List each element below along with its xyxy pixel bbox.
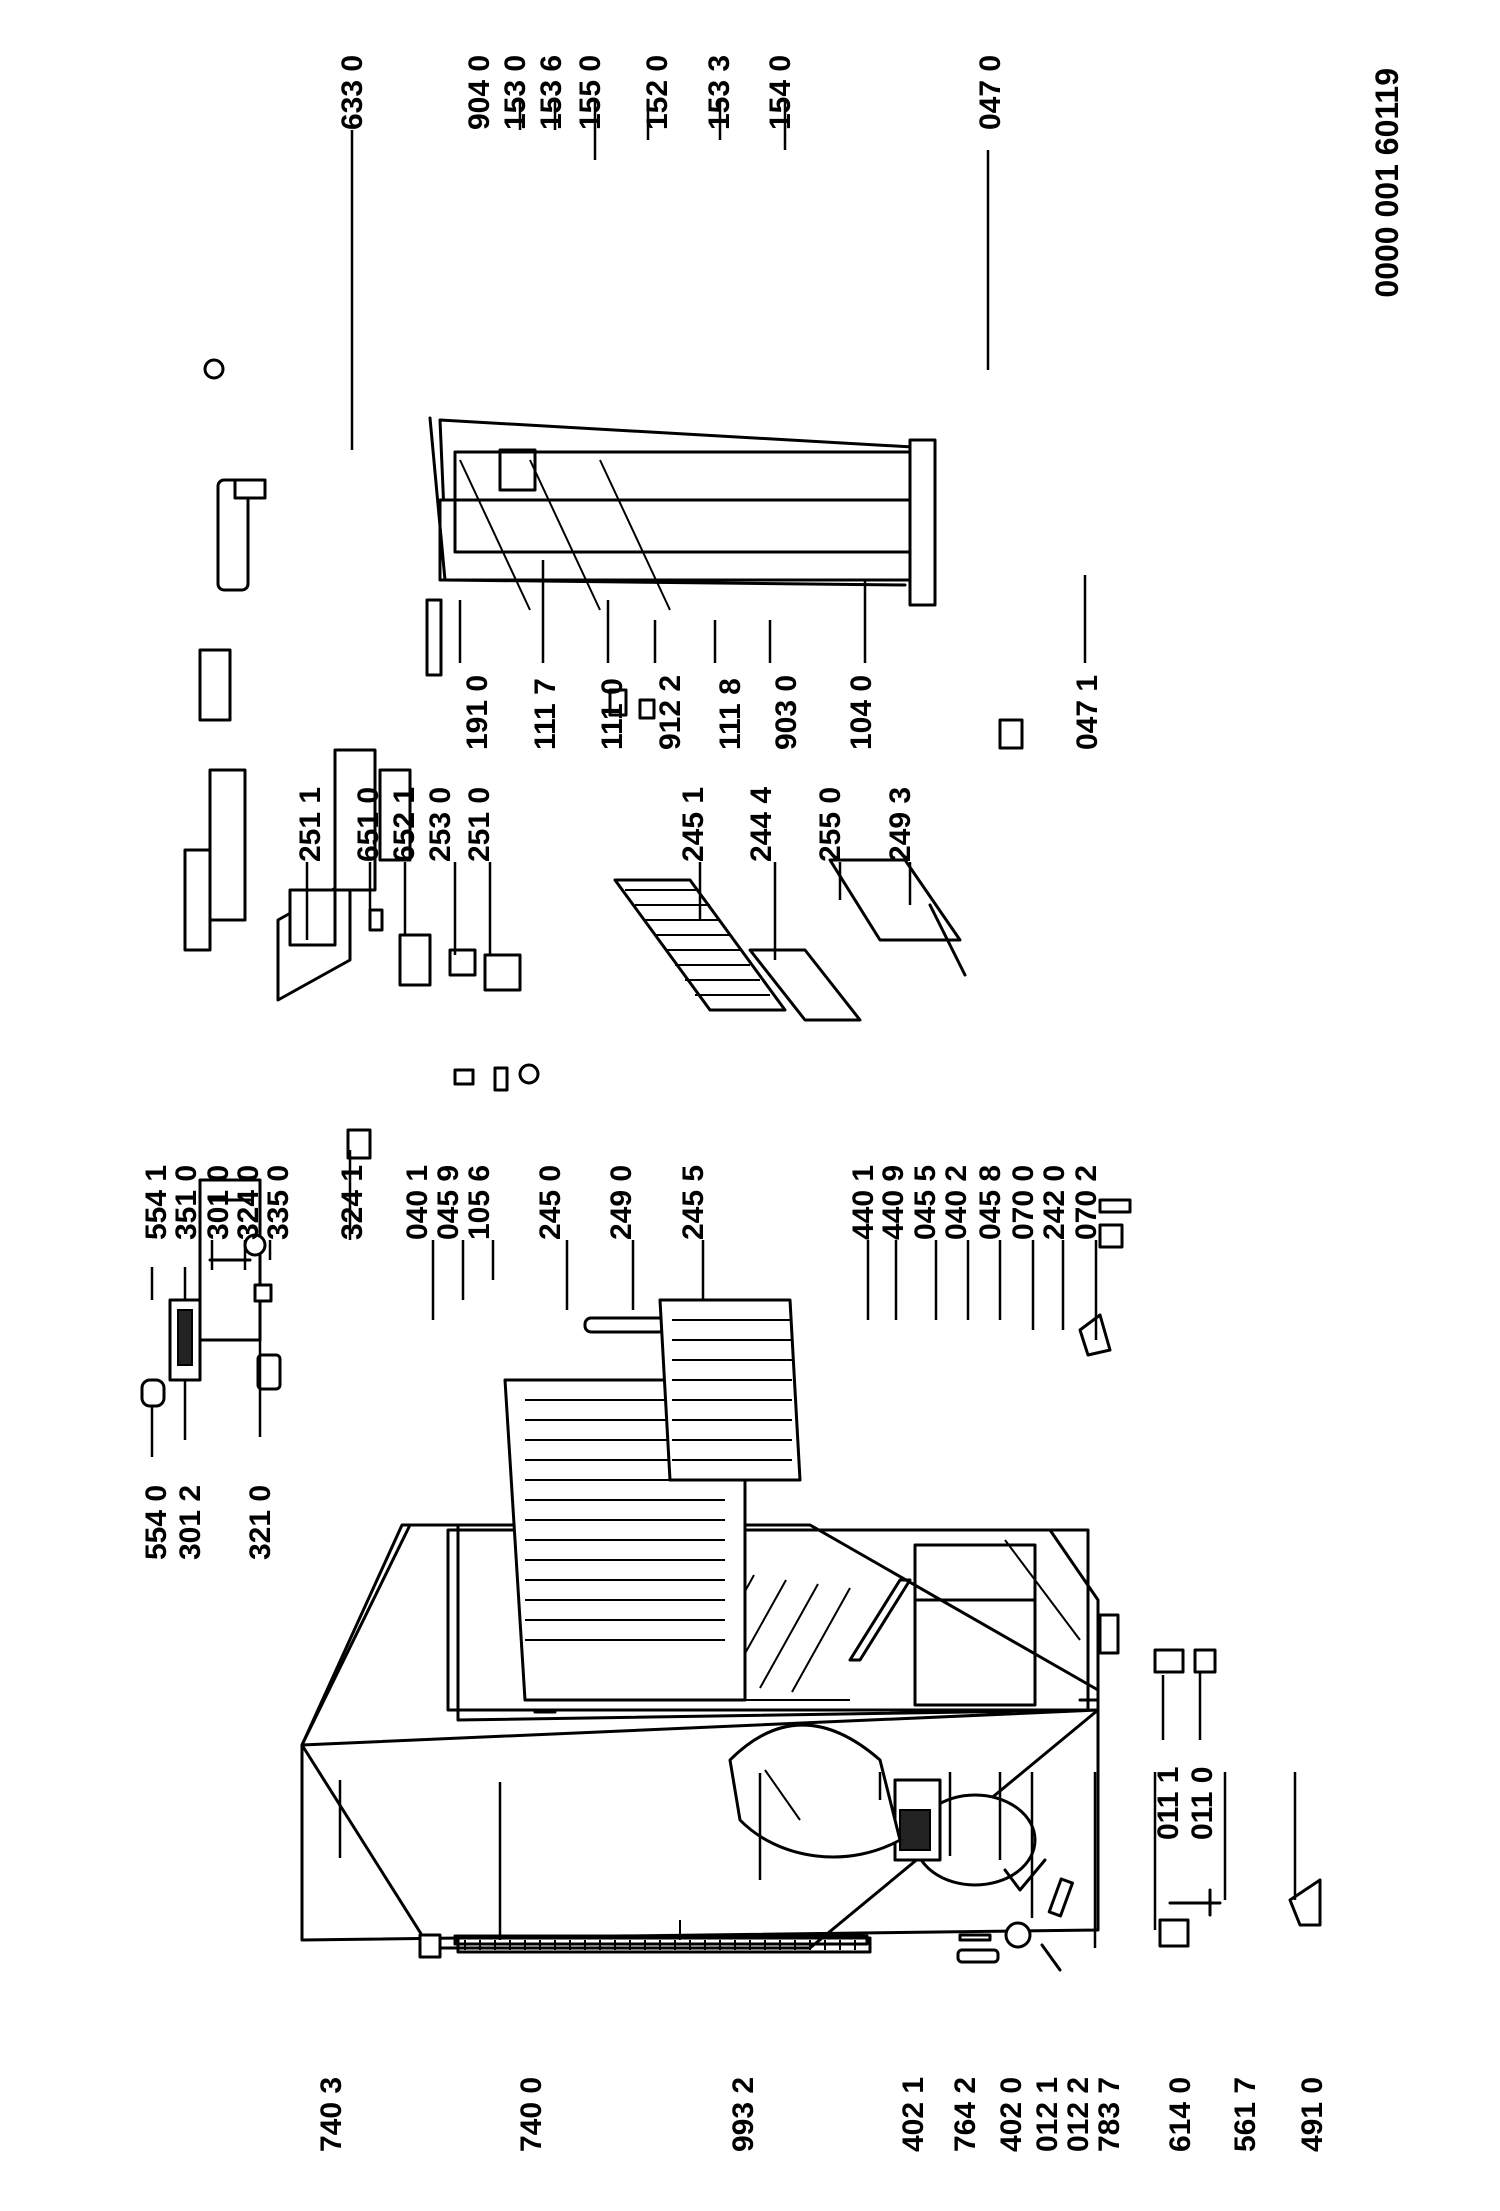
label-105-6: 105 6 bbox=[463, 1165, 496, 1240]
label-040-2: 040 2 bbox=[940, 1165, 973, 1240]
label-245-0: 245 0 bbox=[534, 1165, 567, 1240]
label-904-0: 904 0 bbox=[463, 55, 496, 130]
label-554-0: 554 0 bbox=[140, 1485, 173, 1560]
label-154-0: 154 0 bbox=[764, 55, 797, 130]
label-244-4: 244 4 bbox=[745, 787, 778, 862]
label-111-7: 111 7 bbox=[529, 678, 562, 750]
label-321-0: 321 0 bbox=[244, 1485, 277, 1560]
label-191-0: 191 0 bbox=[461, 675, 494, 750]
label-652-1: 652 1 bbox=[388, 787, 421, 862]
label-104-0: 104 0 bbox=[845, 675, 878, 750]
label-633-0: 633 0 bbox=[336, 55, 369, 130]
label-903-0: 903 0 bbox=[770, 675, 803, 750]
label-153-6: 153 6 bbox=[535, 55, 568, 130]
label-040-1: 040 1 bbox=[401, 1165, 434, 1240]
leaders bbox=[150, 100, 1297, 1948]
label-153-0: 153 0 bbox=[499, 55, 532, 130]
label-764-2: 764 2 bbox=[949, 2077, 982, 2152]
label-070-0: 070 0 bbox=[1007, 1165, 1040, 1240]
label-301-2: 301 2 bbox=[174, 1485, 207, 1560]
label-251-0: 251 0 bbox=[463, 787, 496, 862]
label-440-9: 440 9 bbox=[877, 1165, 910, 1240]
label-155-0: 155 0 bbox=[574, 55, 607, 130]
label-045-8: 045 8 bbox=[974, 1165, 1007, 1240]
compressor bbox=[893, 1778, 1074, 1972]
label-993-2: 993 2 bbox=[727, 2077, 760, 2152]
document-id: 0000 001 60119 bbox=[1369, 68, 1405, 298]
label-402-1: 402 1 bbox=[897, 2077, 930, 2152]
label-324-1: 324 1 bbox=[336, 1165, 369, 1240]
label-249-0: 249 0 bbox=[605, 1165, 638, 1240]
label-255-0: 255 0 bbox=[814, 787, 847, 862]
label-324-0: 324 0 bbox=[232, 1165, 265, 1240]
label-045-5: 045 5 bbox=[909, 1165, 942, 1240]
label-301-0: 301 0 bbox=[202, 1165, 235, 1240]
label-012-1: 012 1 bbox=[1031, 2077, 1064, 2152]
parts bbox=[140, 358, 1322, 1972]
label-783-7: 783 7 bbox=[1093, 2077, 1126, 2152]
label-242-0: 242 0 bbox=[1038, 1165, 1071, 1240]
label-011-1: 011 1 bbox=[1152, 1767, 1185, 1840]
label-111-0: 111 0 bbox=[596, 678, 629, 750]
label-045-9: 045 9 bbox=[432, 1165, 465, 1240]
door-bins bbox=[183, 358, 412, 952]
label-491-0: 491 0 bbox=[1296, 2077, 1329, 2152]
label-047-0: 047 0 bbox=[974, 55, 1007, 130]
label-440-1: 440 1 bbox=[847, 1165, 880, 1240]
label-614-0: 614 0 bbox=[1164, 2077, 1197, 2152]
label-740-0: 740 0 bbox=[515, 2077, 548, 2152]
label-245-1: 245 1 bbox=[677, 787, 710, 862]
cover-part bbox=[728, 1723, 902, 1859]
label-047-1: 047 1 bbox=[1071, 675, 1104, 750]
label-245-5: 245 5 bbox=[677, 1165, 710, 1240]
label-740-3: 740 3 bbox=[315, 2077, 348, 2152]
misc-parts-top bbox=[453, 688, 656, 1092]
door bbox=[425, 416, 937, 677]
control-panel bbox=[140, 1128, 372, 1408]
label-111-8: 111 8 bbox=[714, 678, 747, 750]
label-351-0: 351 0 bbox=[170, 1165, 203, 1240]
label-554-1: 554 1 bbox=[140, 1165, 173, 1240]
misc-parts-bottom bbox=[418, 1648, 1322, 1964]
hinges bbox=[998, 718, 1132, 1357]
label-251-1: 251 1 bbox=[294, 787, 327, 862]
label-070-2: 070 2 bbox=[1070, 1165, 1103, 1240]
label-253-0: 253 0 bbox=[424, 787, 457, 862]
label-249-3: 249 3 bbox=[884, 787, 917, 862]
label-011-0: 011 0 bbox=[1186, 1767, 1219, 1840]
label-651-0: 651 0 bbox=[352, 787, 385, 862]
part-labels: 740 3 740 0 993 2 402 1 764 2 402 0 012 … bbox=[140, 55, 1329, 2152]
label-402-0: 402 0 bbox=[995, 2077, 1028, 2152]
label-912-2: 912 2 bbox=[654, 675, 687, 750]
label-012-2: 012 2 bbox=[1062, 2077, 1095, 2152]
label-152-0: 152 0 bbox=[641, 55, 674, 130]
label-335-0: 335 0 bbox=[262, 1165, 295, 1240]
label-153-3: 153 3 bbox=[703, 55, 736, 130]
label-561-7: 561 7 bbox=[1229, 2077, 1262, 2152]
shelves bbox=[276, 858, 967, 1702]
